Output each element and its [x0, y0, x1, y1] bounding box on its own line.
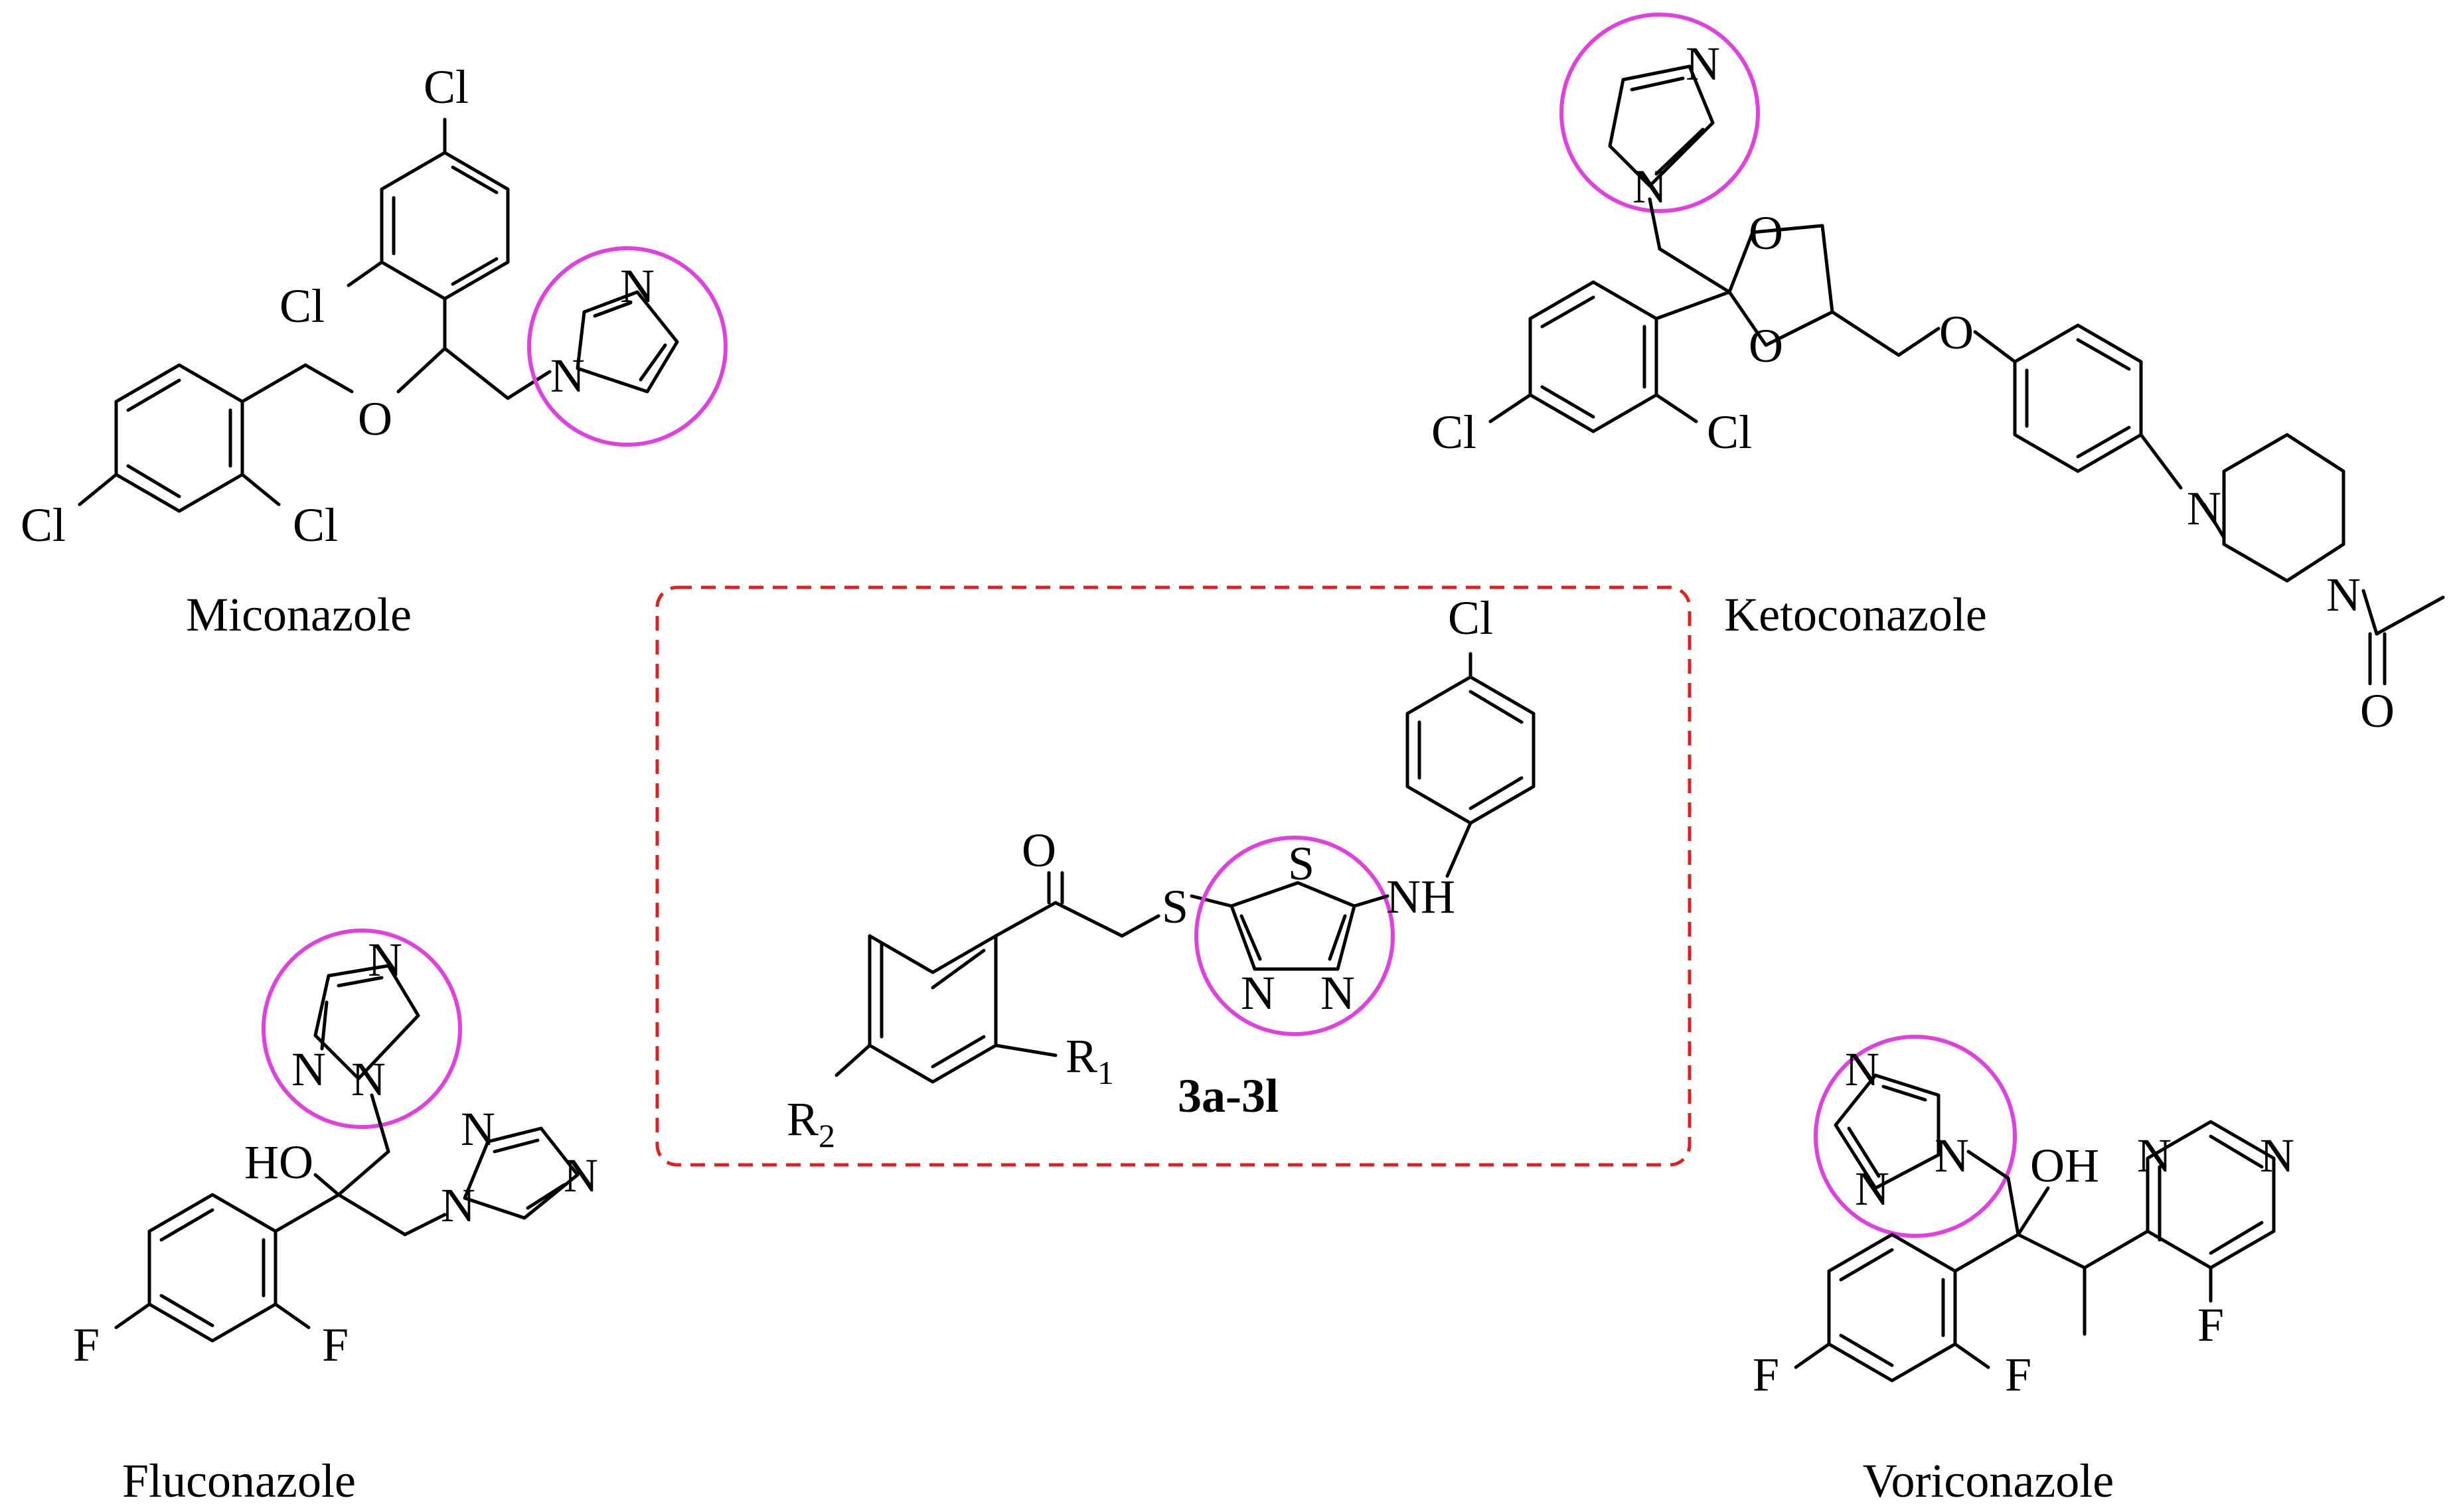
target-compound-structure: O S S N N NH Cl R1 R2 3a-3l	[655, 585, 1692, 1167]
miconazole-imidazole-n1: N	[550, 349, 585, 402]
target-r1: R1	[1066, 1029, 1114, 1091]
ketoconazole-cl-para: Cl	[1431, 406, 1476, 459]
target-n-ring-b: N	[1320, 966, 1355, 1020]
fluconazole-f-ortho: F	[322, 1318, 349, 1371]
miconazole-cl-para-top: Cl	[424, 60, 469, 113]
miconazole-o-ether: O	[358, 392, 392, 445]
ketoconazole-o-acetyl: O	[2360, 684, 2395, 737]
voriconazole-triazole-n4: N	[1845, 1043, 1879, 1096]
voriconazole-pyrimidine-n1: N	[2137, 1129, 2172, 1182]
target-r2: R2	[787, 1093, 835, 1154]
ketoconazole-imidazole-n1: N	[1632, 160, 1667, 213]
voriconazole-triazole-highlight	[1814, 1035, 2017, 1238]
fluconazole-triazole1-n4: N	[368, 933, 402, 986]
miconazole-cl-para-bottom: Cl	[21, 498, 66, 552]
target-nh: NH	[1386, 870, 1455, 923]
ketoconazole-o-dioxolane-1: O	[1749, 206, 1783, 260]
ketoconazole-n-piperazine-4: N	[2326, 568, 2361, 621]
target-n-ring-a: N	[1241, 966, 1275, 1020]
fluconazole-triazole2-n2: N	[461, 1102, 495, 1156]
ketoconazole-n-piperazine-1: N	[2187, 482, 2221, 535]
miconazole-cl-ortho-bottom: Cl	[293, 498, 338, 552]
voriconazole-pyrimidine-n3: N	[2260, 1129, 2294, 1182]
voriconazole-triazole-n1: N	[1935, 1129, 1969, 1182]
fluconazole-triazole2-n4: N	[564, 1149, 598, 1202]
fluconazole-triazole1-n2: N	[291, 1043, 326, 1096]
ketoconazole-o-dioxolane-2: O	[1749, 319, 1783, 372]
fluconazole-name: Fluconazole	[122, 1454, 356, 1507]
ketoconazole-name: Ketoconazole	[1724, 588, 1987, 641]
voriconazole-triazole-n2: N	[1855, 1162, 1889, 1215]
miconazole-imidazole-highlight	[527, 246, 728, 447]
miconazole-imidazole-n3: N	[620, 260, 655, 313]
target-s-ring: S	[1288, 837, 1314, 890]
fluconazole-hydroxyl: HO	[244, 1136, 313, 1189]
miconazole-cl-ortho-top: Cl	[279, 279, 325, 333]
ketoconazole-imidazole-n3: N	[1686, 37, 1720, 90]
fluconazole-triazole-highlight	[262, 929, 462, 1129]
ketoconazole-cl-ortho: Cl	[1707, 406, 1752, 459]
ketoconazole-structure: N N O O O Cl Cl N N O Ketoconazole	[1431, 13, 2445, 737]
target-cl: Cl	[1448, 591, 1493, 644]
ketoconazole-o-ether: O	[1939, 306, 1974, 359]
voriconazole-f-pyrimidine: F	[2197, 1298, 2224, 1351]
voriconazole-name: Voriconazole	[1863, 1454, 2114, 1507]
fluconazole-f-para: F	[73, 1318, 100, 1371]
voriconazole-structure: N N N OH N N F F F Voriconazole	[1753, 1035, 2294, 1507]
voriconazole-f-ortho: F	[2005, 1348, 2031, 1401]
miconazole-name: Miconazole	[186, 588, 412, 641]
target-compound-label: 3a-3l	[1178, 1069, 1279, 1122]
fluconazole-triazole2-n1: N	[441, 1179, 475, 1232]
fluconazole-structure: N N N HO N N N F F Fluconazole	[73, 929, 598, 1507]
voriconazole-f-para: F	[1753, 1348, 1779, 1401]
fluconazole-triazole1-n1: N	[351, 1053, 386, 1106]
ketoconazole-imidazole-highlight	[1559, 13, 1760, 213]
target-thiadiazole-highlight	[1194, 836, 1395, 1036]
target-s-thioether: S	[1162, 880, 1188, 933]
voriconazole-hydroxyl: OH	[2030, 1139, 2099, 1192]
target-o-ketone: O	[1022, 824, 1056, 877]
miconazole-structure: Cl Cl O Cl Cl N N Miconazole	[21, 60, 728, 641]
target-dashed-box	[655, 585, 1692, 1167]
